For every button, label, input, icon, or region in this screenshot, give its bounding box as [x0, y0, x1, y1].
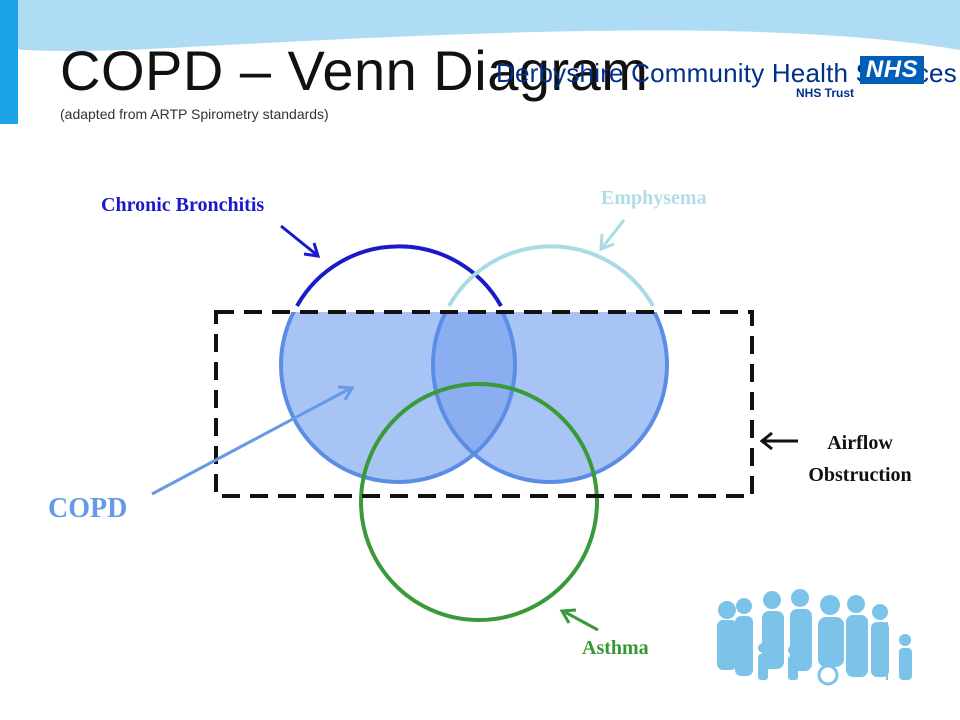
airflow-obstruction-box: [214, 310, 754, 498]
chronic-bronchitis-label: Chronic Bronchitis: [101, 194, 265, 216]
copd-shaded-region: [279, 312, 669, 484]
emphysema-arrow: [599, 219, 626, 252]
airflow-obstruction-label: Airflow Obstruction: [790, 427, 930, 491]
chronic-bronchitis-arrow: [280, 224, 321, 258]
emphysema-circle: [447, 244, 655, 307]
asthma-circle: [359, 382, 599, 622]
asthma-label: Asthma: [582, 637, 649, 659]
slide-title: COPD – Venn Diagram: [60, 39, 649, 102]
people-silhouette-logo: [717, 589, 912, 686]
copd-arrow: [151, 385, 355, 496]
header-band: [0, 0, 960, 51]
airflow-arrow: [759, 431, 798, 451]
nhs-logo-badge: NHS: [860, 56, 924, 84]
chronic-bronchitis-circle: [295, 244, 503, 307]
slide-subtitle: (adapted from ARTP Spirometry standards): [60, 106, 329, 122]
airflow-label-line2: Obstruction: [808, 464, 912, 486]
airflow-label-line1: Airflow: [827, 432, 893, 454]
header-accent-bar: [0, 0, 18, 124]
emphysema-label: Emphysema: [601, 187, 707, 209]
trust-label: NHS Trust: [796, 86, 855, 100]
copd-label: COPD: [48, 493, 128, 524]
asthma-arrow: [559, 608, 599, 632]
